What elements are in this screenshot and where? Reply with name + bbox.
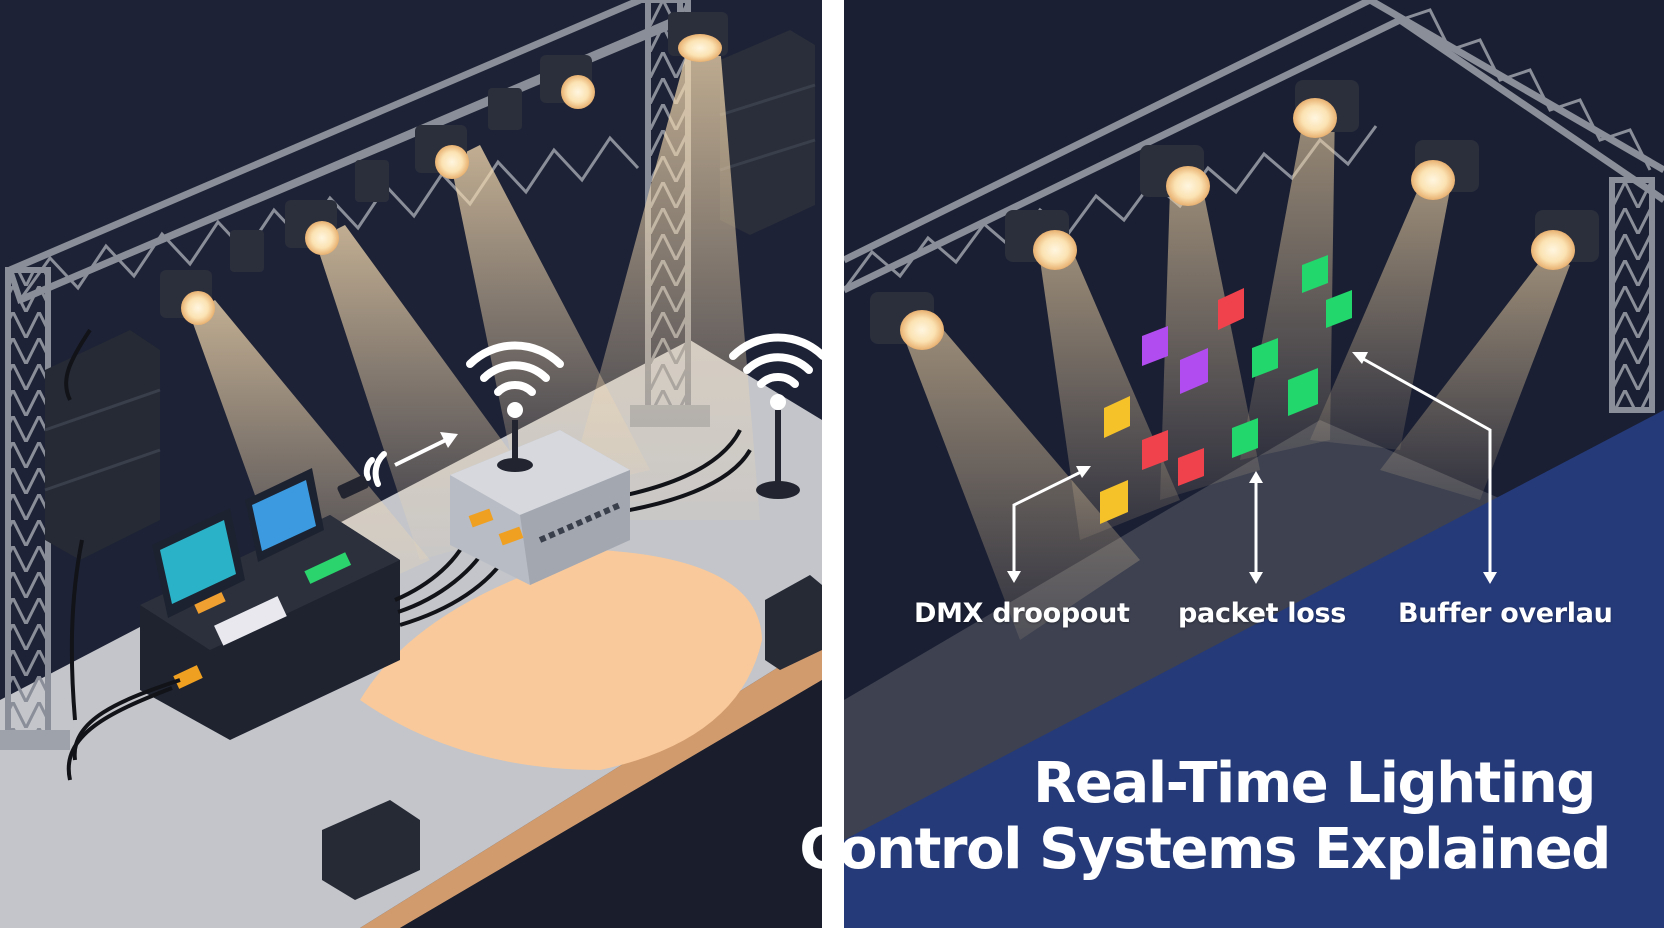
- callout-packet-loss: packet loss: [1178, 598, 1347, 629]
- title-line-2: Control Systems Explained: [799, 817, 1611, 882]
- data-packets: [1100, 255, 1352, 524]
- spotlight-icon: [160, 12, 728, 325]
- antenna-icon: [756, 410, 800, 499]
- spotlight-icon: [870, 80, 1599, 350]
- callout-arrows: [1007, 352, 1497, 584]
- light-beams: [190, 40, 760, 620]
- lighting-console-icon: [140, 468, 400, 740]
- callout-buffer-overlay: Buffer overlau: [1398, 598, 1613, 629]
- left-stage-panel: [0, 0, 822, 928]
- wifi-icon: [363, 333, 822, 487]
- stage-front: [400, 680, 822, 928]
- truss: [844, 0, 1664, 413]
- spotlight-pool: [360, 550, 762, 770]
- signal-arrow: [337, 432, 458, 499]
- title-line-1: Real-Time Lighting: [1033, 751, 1596, 816]
- right-network-panel: [844, 0, 1664, 928]
- speaker-icon: [44, 30, 822, 900]
- router-icon: [450, 420, 630, 585]
- panel-divider: [822, 0, 844, 928]
- title-band: [844, 410, 1664, 928]
- callout-dmx-dropout: DMX droopout: [914, 598, 1130, 629]
